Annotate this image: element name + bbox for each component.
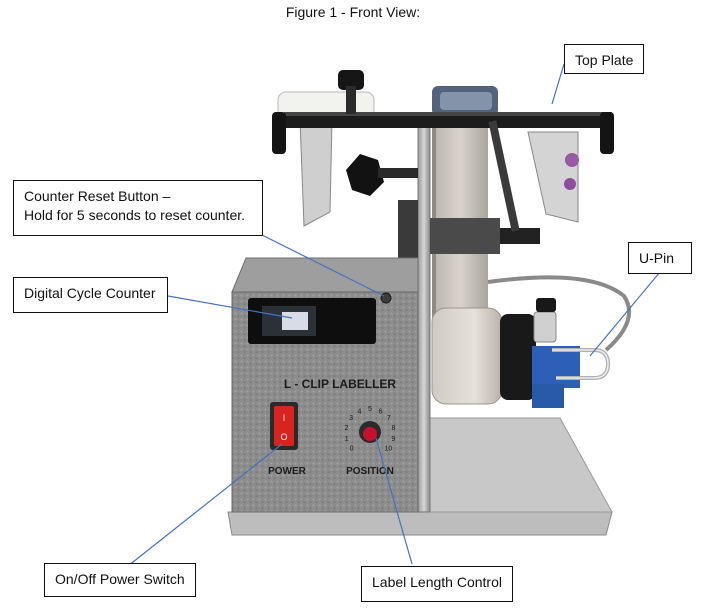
callout-u-pin-text: U-Pin bbox=[639, 250, 675, 266]
dial-number: 8 bbox=[392, 425, 396, 432]
callout-power-switch: On/Off Power Switch bbox=[44, 563, 196, 597]
callout-lines bbox=[127, 63, 661, 567]
dial-number: 6 bbox=[379, 408, 383, 415]
label-roll bbox=[431, 307, 503, 405]
counter-display-line bbox=[167, 295, 293, 319]
u-pin-line bbox=[589, 271, 661, 357]
rear-mechanism bbox=[398, 200, 540, 270]
callout-label-length-text: Label Length Control bbox=[372, 574, 502, 590]
top-adjust-knob bbox=[338, 70, 364, 114]
dial-number: 0 bbox=[350, 445, 354, 452]
switch-on-mark: I bbox=[283, 413, 286, 423]
power-label: POWER bbox=[268, 466, 307, 477]
label-length-line bbox=[375, 437, 413, 565]
callout-counter-reset-line1: Counter Reset Button – bbox=[24, 188, 171, 204]
nameplate-text: L - CLIP LABELLER bbox=[284, 377, 397, 391]
callout-u-pin: U-Pin bbox=[628, 242, 692, 274]
dial-number: 3 bbox=[349, 415, 353, 422]
dial-number: 2 bbox=[345, 425, 349, 432]
dial-number: 9 bbox=[391, 436, 395, 443]
callout-top-plate-text: Top Plate bbox=[575, 52, 634, 68]
callout-top-plate: Top Plate bbox=[564, 44, 644, 74]
dial-number: 4 bbox=[358, 408, 362, 415]
dial-number: 10 bbox=[385, 445, 393, 452]
power-switch-line bbox=[127, 443, 283, 567]
figure-title: Figure 1 - Front View: bbox=[285, 4, 421, 20]
callout-power-switch-text: On/Off Power Switch bbox=[55, 571, 185, 587]
top-plate-bar bbox=[272, 112, 614, 232]
counter-reset-line bbox=[259, 233, 385, 297]
position-label: POSITION bbox=[346, 466, 394, 477]
switch-off-mark: O bbox=[280, 432, 287, 442]
motor bbox=[500, 298, 580, 408]
counter-display bbox=[248, 298, 376, 344]
dial-number: 7 bbox=[387, 415, 391, 422]
callout-counter-reset-line2: Hold for 5 seconds to reset counter. bbox=[24, 207, 246, 223]
right-flap bbox=[527, 131, 579, 223]
dial-number: 1 bbox=[345, 436, 349, 443]
callout-label-length: Label Length Control bbox=[361, 566, 513, 602]
callout-digital-counter: Digital Cycle Counter bbox=[13, 277, 168, 313]
callout-counter-reset: Counter Reset Button – Hold for 5 second… bbox=[13, 180, 263, 236]
base-plate bbox=[227, 417, 613, 536]
reset-button[interactable] bbox=[380, 292, 392, 304]
u-pin bbox=[552, 348, 611, 380]
left-flap bbox=[299, 119, 333, 227]
top-plate-line bbox=[551, 63, 565, 105]
side-adjust-knob bbox=[346, 154, 418, 196]
callout-digital-counter-text: Digital Cycle Counter bbox=[24, 285, 156, 301]
sensor-cable bbox=[487, 275, 632, 352]
dial-number: 5 bbox=[368, 406, 372, 413]
side-plate bbox=[417, 117, 431, 513]
power-switch[interactable]: I O bbox=[270, 402, 298, 450]
